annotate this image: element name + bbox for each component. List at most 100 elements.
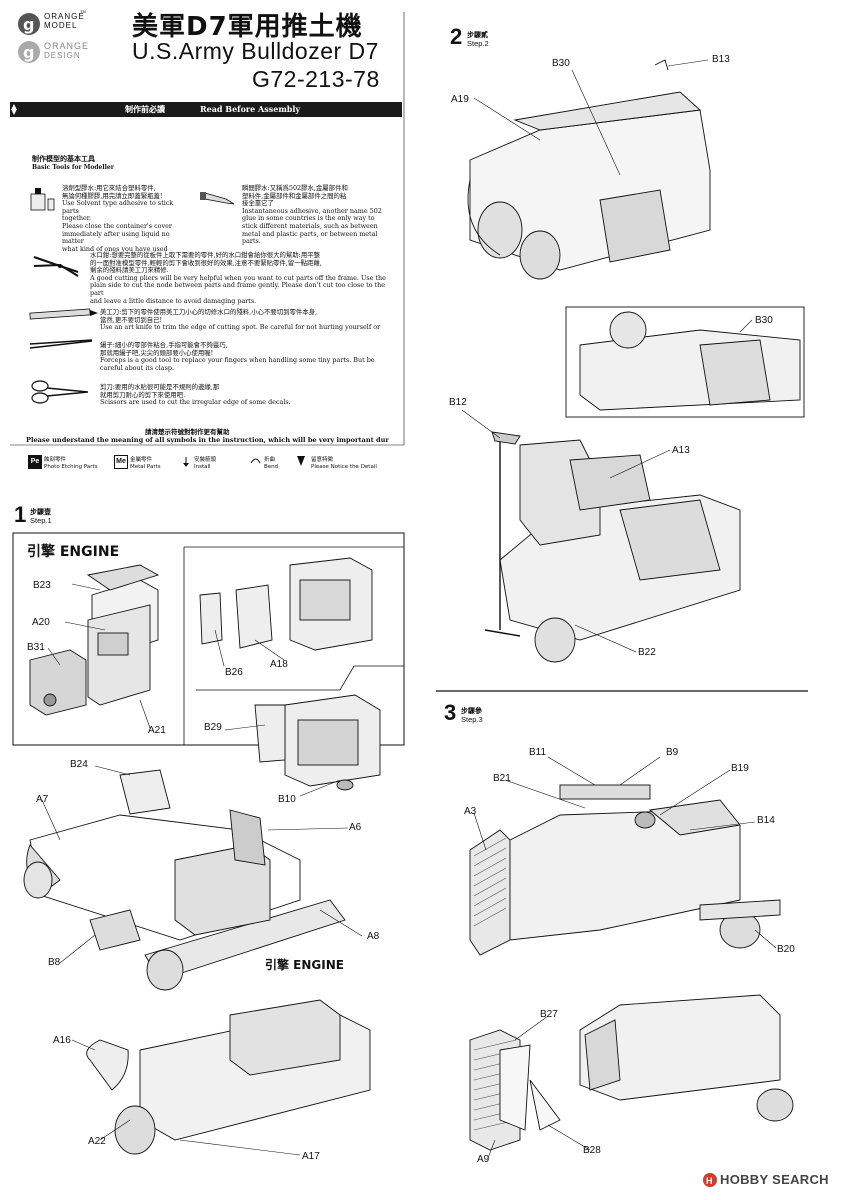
part-label: B19 bbox=[731, 763, 749, 774]
part-label: A21 bbox=[148, 725, 166, 736]
logo-tm: TM bbox=[80, 9, 86, 14]
engine-label: 引擎 ENGINE bbox=[265, 958, 344, 972]
tools-heading-zh: 制作模型的基本工具 bbox=[32, 154, 95, 163]
svg-text:g: g bbox=[23, 43, 34, 62]
part-label: A7 bbox=[36, 794, 49, 805]
header-banner bbox=[10, 102, 402, 117]
part-label: B22 bbox=[638, 647, 656, 658]
step2-en: Step.2 bbox=[467, 39, 489, 48]
part-label: B10 bbox=[278, 794, 296, 805]
engine-assembled-drawing bbox=[254, 694, 381, 791]
svg-text:g: g bbox=[23, 15, 34, 34]
knife-icon bbox=[29, 308, 98, 320]
logo-brand-3: ORANGE bbox=[44, 41, 90, 51]
glue-text: 溶劑型膠水:用它來結合塑料零件,無論何種膠膠,用完請立即蓋緊瓶蓋! Use So… bbox=[62, 184, 174, 253]
part-label: B14 bbox=[757, 815, 775, 826]
chassis-frame-drawing bbox=[23, 769, 346, 991]
part-label: B23 bbox=[33, 580, 51, 591]
part-label: A18 bbox=[270, 659, 288, 670]
step2-detail-drawing bbox=[579, 311, 801, 411]
step3-number: 3 bbox=[444, 700, 457, 725]
tools-heading-en: Basic Tools for Modeller bbox=[32, 164, 114, 171]
knife-text: 美工刀:剪下的零件使用美工刀小心的切修水口的殘料,小心不要切到零件本身,當然,更… bbox=[100, 308, 381, 332]
part-label: B20 bbox=[777, 944, 795, 955]
hobby-search-logo-icon bbox=[703, 1173, 717, 1187]
glue-bottle-icon bbox=[30, 188, 55, 211]
pliers-icon bbox=[33, 256, 79, 277]
part-label: B24 bbox=[70, 759, 88, 770]
symbols-zh: 請清楚示符號對制作更有幫助 bbox=[145, 428, 230, 436]
part-label: A6 bbox=[349, 822, 362, 833]
hobby-search-watermark: HOBBY SEARCH bbox=[720, 1172, 829, 1187]
part-label: A8 bbox=[367, 931, 380, 942]
engine-rear-drawing bbox=[199, 557, 373, 651]
part-label: B26 bbox=[225, 667, 243, 678]
part-label: A13 bbox=[672, 445, 690, 456]
part-label: B29 bbox=[204, 722, 222, 733]
step2-zh: 步驟貳 bbox=[467, 31, 488, 39]
step2-number: 2 bbox=[450, 24, 463, 49]
scissors-icon bbox=[31, 380, 89, 404]
part-label: A17 bbox=[302, 1151, 320, 1162]
me-icon: Me bbox=[114, 455, 128, 469]
part-label: A16 bbox=[53, 1035, 71, 1046]
step2-chassis-drawing bbox=[467, 59, 711, 280]
superglue-icon bbox=[200, 192, 235, 205]
title-en: U.S.Army Bulldozer D7 bbox=[132, 38, 379, 64]
leader-lines bbox=[41, 59, 777, 1159]
part-label: B27 bbox=[540, 1009, 558, 1020]
symbols-en: Please understand the meaning of all sym… bbox=[26, 436, 389, 444]
step1-zh: 步驟壹 bbox=[30, 508, 51, 516]
engine-subassembly-box bbox=[12, 532, 405, 746]
step3-zh: 步驟參 bbox=[461, 707, 482, 715]
part-label: B21 bbox=[493, 773, 511, 784]
title-zh: 美軍D7軍用推土機 bbox=[132, 12, 363, 42]
banner-en: Read Before Assembly bbox=[200, 104, 301, 114]
part-label: B11 bbox=[529, 747, 547, 758]
step3-front-drawing bbox=[469, 784, 781, 956]
logo-circle-bottom bbox=[18, 41, 40, 63]
part-label: B8 bbox=[48, 957, 61, 968]
part-label: A22 bbox=[88, 1136, 106, 1147]
step1-en: Step.1 bbox=[30, 516, 52, 525]
scissors-text: 剪刀:要用的水貼很可能是不規則的邊緣,那就用剪刀耐心的剪下來使用吧. Sciss… bbox=[100, 383, 291, 407]
engine-box-title: 引擎 ENGINE bbox=[27, 544, 120, 560]
step3-final-drawing bbox=[469, 994, 794, 1151]
pliers-text: 水口鉗:想要完整的從板件上取下需要的零件,好的水口鉗會給你很大的幫助:用平整的一… bbox=[90, 251, 386, 305]
notice-detail-icon bbox=[297, 456, 305, 466]
tweezers-icon bbox=[29, 339, 93, 349]
install-arrow-icon bbox=[183, 457, 189, 467]
chassis-assembled-drawing bbox=[86, 999, 371, 1155]
part-label: B30 bbox=[552, 58, 570, 69]
step3-en: Step.3 bbox=[461, 715, 483, 724]
product-code: G72-213-78 bbox=[252, 66, 380, 92]
part-label: B31 bbox=[27, 642, 45, 653]
part-label: A20 bbox=[32, 617, 50, 628]
logo-brand-4: DESIGN bbox=[44, 51, 81, 60]
part-label: A3 bbox=[464, 806, 477, 817]
pe-icon: Pe bbox=[28, 455, 42, 469]
engine-block-drawing bbox=[29, 564, 160, 716]
star-icon bbox=[11, 104, 17, 110]
tweezers-text: 鑷子:細小的零部件粘合,手指可能會不夠靈巧,那就用鑷子吧,尖尖的頭部要小心使用喔… bbox=[100, 341, 375, 372]
step1-number: 1 bbox=[14, 502, 27, 527]
logo-circle-top bbox=[18, 13, 40, 35]
part-label: A9 bbox=[477, 1154, 490, 1165]
logo-brand-1: ORANGE bbox=[44, 12, 85, 21]
part-label: B12 bbox=[449, 397, 467, 408]
svg-text:H: H bbox=[706, 1176, 713, 1186]
part-label: A19 bbox=[451, 94, 469, 105]
part-label: B9 bbox=[666, 747, 679, 758]
logo-brand-2: MODEL bbox=[44, 21, 78, 30]
superglue-text: 瞬間膠水:又稱爲502膠水,金屬部件和塑料件,金屬部件和金屬部件之間的粘 接全靠… bbox=[242, 184, 382, 246]
banner-zh: 制作前必讀 bbox=[125, 104, 165, 114]
part-label: B13 bbox=[712, 54, 730, 65]
part-label: B30 bbox=[755, 315, 773, 326]
step2-assembled-drawing bbox=[484, 431, 741, 663]
